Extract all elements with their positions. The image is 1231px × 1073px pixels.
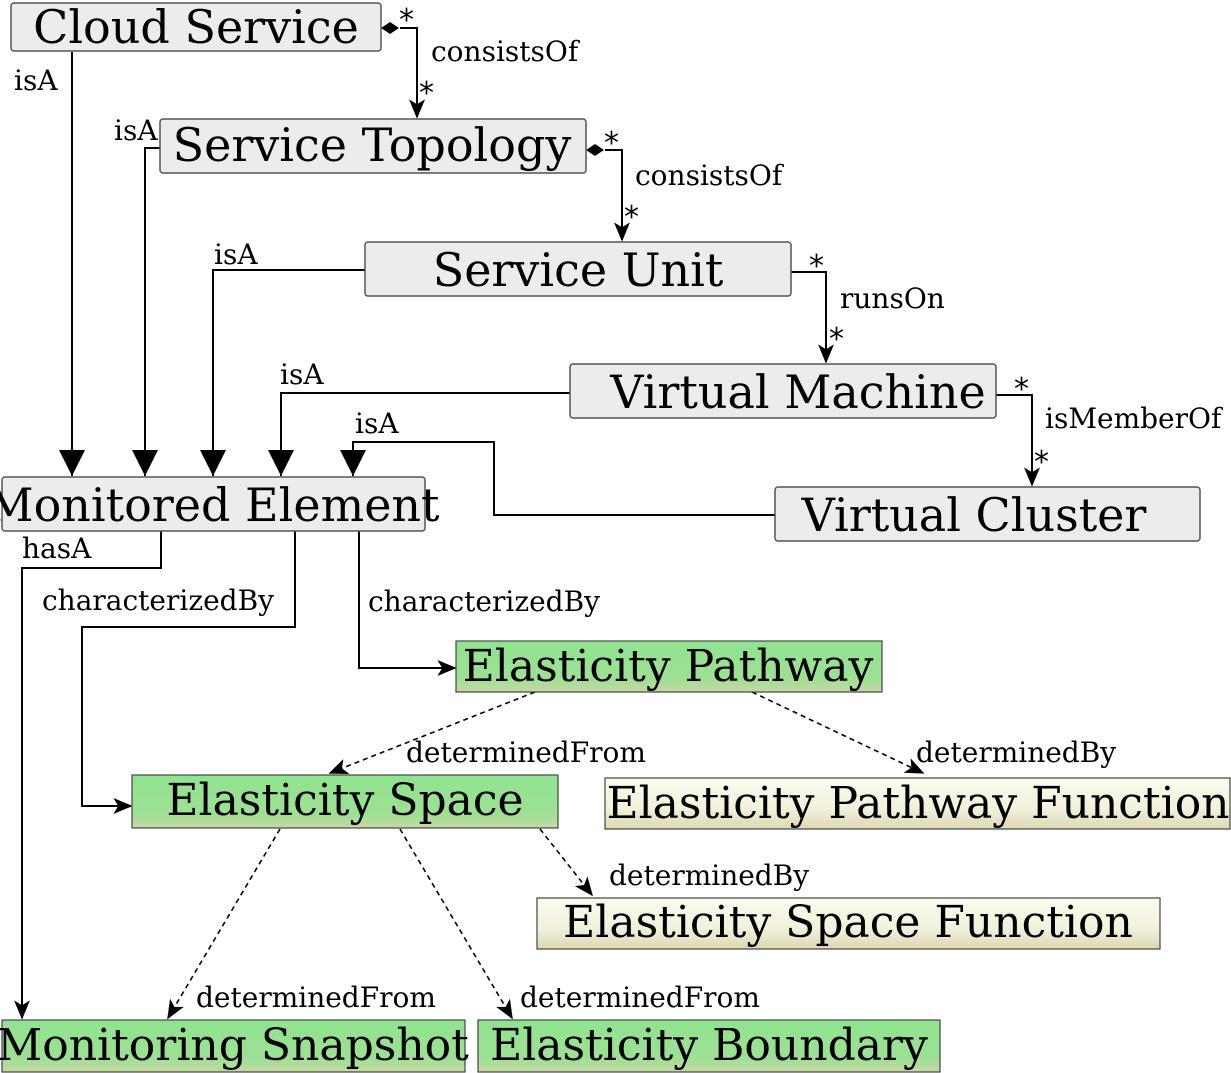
- edge-space-determinedFrom-snapshot: [167, 828, 281, 1020]
- edge-pathway-determinedFrom: [328, 691, 536, 774]
- node-monitored-element-label: Monitored Element: [0, 478, 440, 532]
- node-virtual-cluster[interactable]: Virtual Cluster: [774, 486, 1201, 542]
- node-monitored-element[interactable]: Monitored Element: [0, 476, 440, 532]
- multiplicity-topology-source: *: [604, 126, 619, 161]
- node-elasticity-pathway[interactable]: Elasticity Pathway: [455, 640, 883, 693]
- node-elasticity-space-label: Elasticity Space: [166, 775, 523, 826]
- node-elasticity-boundary[interactable]: Elasticity Boundary: [477, 1019, 941, 1073]
- multiplicity-vm-source: *: [1014, 372, 1029, 407]
- node-service-unit-label: Service Unit: [433, 243, 724, 297]
- node-elasticity-space[interactable]: Elasticity Space: [131, 774, 559, 829]
- edge-unit-runsOn: [791, 271, 834, 364]
- multiplicity-cloud-target: *: [419, 76, 434, 111]
- edge-topology-consistsOf: [605, 149, 630, 242]
- label-element-characterizedBy-space: characterizedBy: [42, 584, 274, 617]
- label-cloud-consistsOf: consistsOf: [431, 35, 581, 68]
- composition-diamond-topology: [586, 144, 604, 156]
- edge-vm-isMemberOf: [996, 394, 1040, 487]
- edge-topology-isA: [132, 147, 160, 476]
- label-pathway-determinedBy: determinedBy: [916, 736, 1116, 769]
- label-vm-isA: isA: [280, 358, 324, 391]
- node-service-topology-label: Service Topology: [173, 118, 572, 172]
- label-cloud-isA: isA: [14, 64, 58, 97]
- label-space-determinedFrom-snapshot: determinedFrom: [196, 981, 436, 1014]
- edge-pathway-determinedBy: [751, 691, 925, 774]
- node-monitoring-snapshot-label: Monitoring Snapshot: [0, 1020, 469, 1071]
- node-elasticity-pathway-function-label: Elasticity Pathway Function: [606, 778, 1229, 829]
- label-unit-isA: isA: [214, 238, 258, 271]
- edge-element-characterizedBy-pathway: [358, 531, 457, 676]
- node-virtual-cluster-label: Virtual Cluster: [801, 488, 1147, 542]
- composition-diamond-cloud: [381, 22, 399, 34]
- edge-space-determinedFrom-boundary: [399, 828, 513, 1020]
- node-elasticity-space-function[interactable]: Elasticity Space Function: [536, 897, 1161, 950]
- label-element-hasA: hasA: [22, 532, 92, 565]
- edge-cluster-isA: [340, 441, 775, 516]
- label-unit-runsOn: runsOn: [840, 282, 945, 315]
- node-cloud-service-label: Cloud Service: [33, 0, 359, 54]
- node-elasticity-pathway-label: Elasticity Pathway: [463, 641, 874, 692]
- node-service-unit[interactable]: Service Unit: [364, 241, 792, 297]
- multiplicity-unit-source: *: [809, 249, 824, 284]
- multiplicity-cloud-source: *: [399, 3, 414, 38]
- edge-cloud-consistsOf: [400, 27, 425, 119]
- edge-vm-isA: [268, 392, 570, 476]
- label-space-determinedFrom-boundary: determinedFrom: [520, 981, 760, 1014]
- node-service-topology[interactable]: Service Topology: [159, 118, 587, 174]
- label-vm-isMemberOf: isMemberOf: [1045, 402, 1224, 435]
- multiplicity-unit-target: *: [829, 322, 844, 357]
- label-cluster-isA: isA: [355, 407, 399, 440]
- multiplicity-topology-target: *: [624, 200, 639, 235]
- node-cloud-service[interactable]: Cloud Service: [10, 0, 382, 54]
- edge-element-hasA: [14, 531, 162, 1020]
- node-virtual-machine-label: Virtual Machine: [609, 365, 985, 419]
- node-monitoring-snapshot[interactable]: Monitoring Snapshot: [0, 1019, 469, 1073]
- edge-element-characterizedBy-space: [81, 531, 296, 814]
- label-pathway-determinedFrom: determinedFrom: [406, 736, 646, 769]
- label-topology-consistsOf: consistsOf: [635, 159, 785, 192]
- edge-space-determinedBy: [539, 828, 593, 897]
- edge-unit-isA: [200, 269, 365, 476]
- label-space-determinedBy: determinedBy: [609, 859, 809, 892]
- multiplicity-vm-target: *: [1034, 445, 1049, 480]
- label-topology-isA: isA: [114, 114, 158, 147]
- node-virtual-machine[interactable]: Virtual Machine: [569, 363, 997, 419]
- node-elasticity-pathway-function[interactable]: Elasticity Pathway Function: [604, 777, 1231, 830]
- label-element-characterizedBy-pathway: characterizedBy: [368, 585, 600, 618]
- node-elasticity-space-function-label: Elasticity Space Function: [563, 897, 1133, 948]
- node-elasticity-boundary-label: Elasticity Boundary: [490, 1020, 928, 1071]
